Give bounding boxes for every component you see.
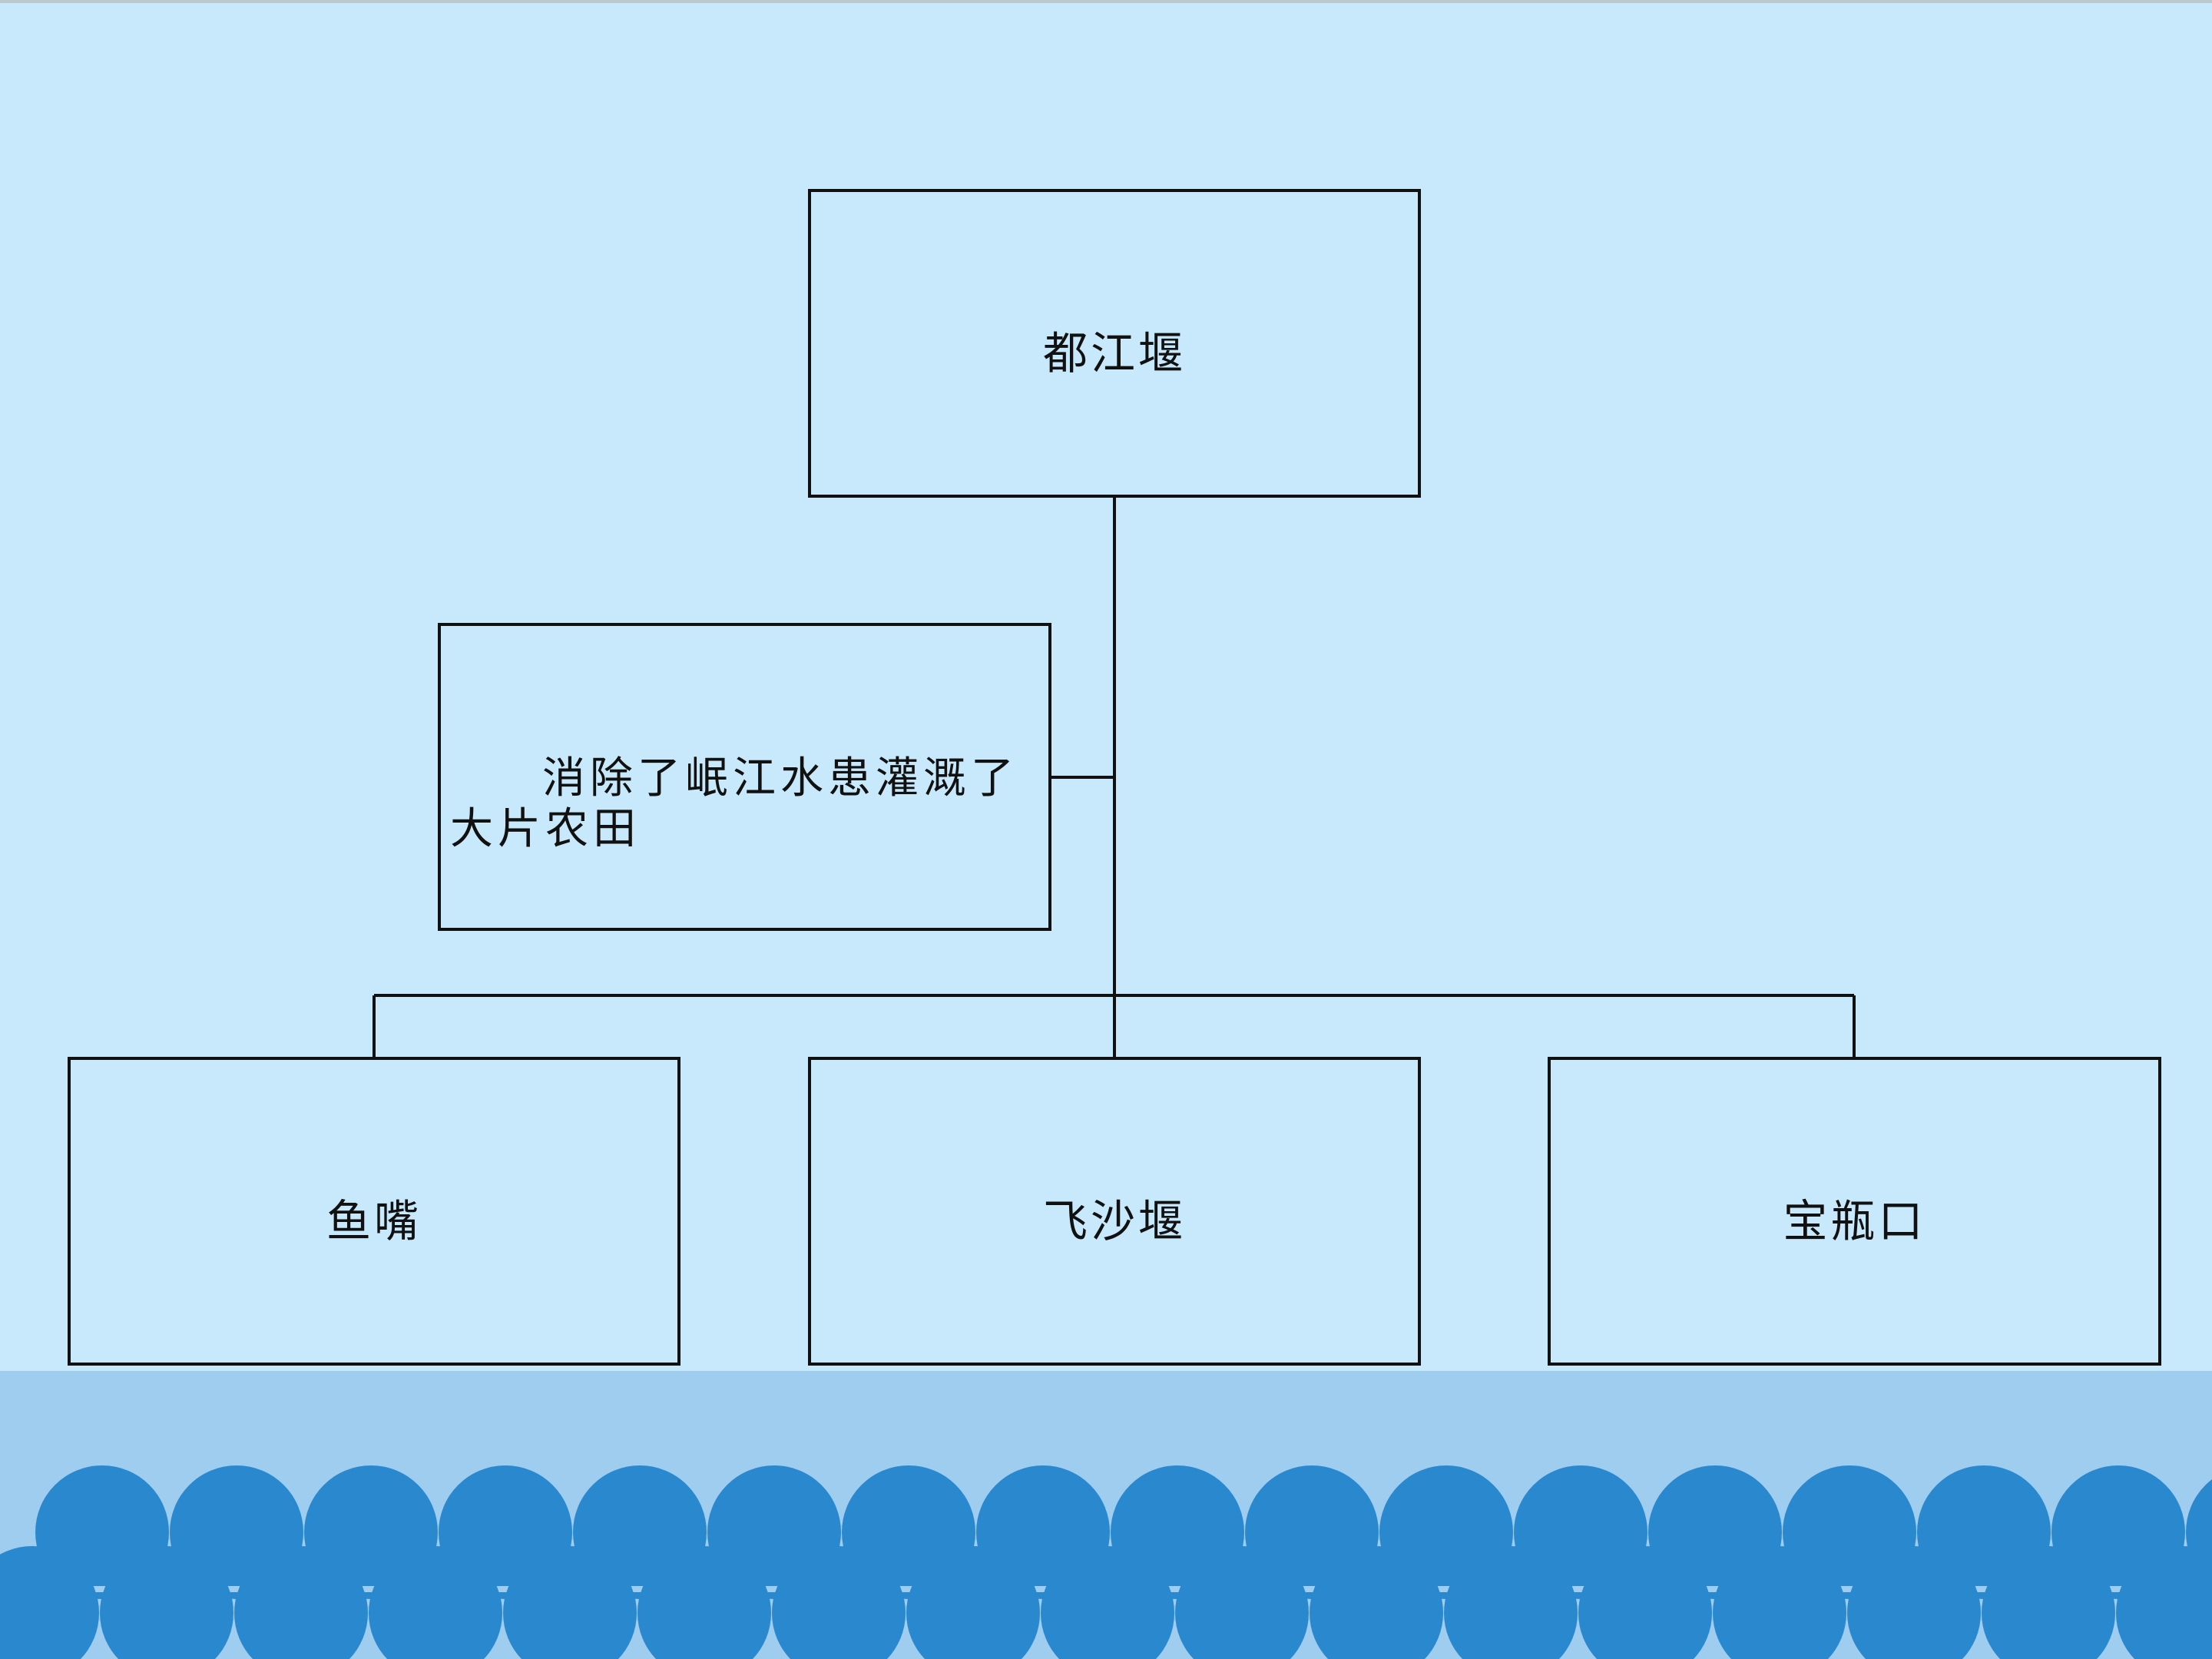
wave-scallop-front xyxy=(1713,1546,1846,1659)
wave-scallop-front xyxy=(1578,1546,1712,1659)
node-effect: 消除了岷江水患灌溉了大片农田 xyxy=(438,623,1051,931)
wave-scallop-front xyxy=(1041,1546,1174,1659)
wave-scallop-front xyxy=(0,1546,99,1659)
node-effect-label: 消除了岷江水患灌溉了大片农田 xyxy=(450,753,1018,854)
wave-scallop-front xyxy=(234,1546,368,1659)
node-dujiangyan-label: 都江堰 xyxy=(1042,327,1186,379)
node-feishayan: 飞沙堰 xyxy=(808,1057,1421,1366)
node-baopingkou: 宝瓶口 xyxy=(1548,1057,2161,1366)
wave-scallop-front xyxy=(100,1546,233,1659)
node-feishayan-label: 飞沙堰 xyxy=(1042,1195,1186,1247)
wave-scallop-front xyxy=(2116,1546,2212,1659)
wave-scallop-front xyxy=(503,1546,637,1659)
wave-scallop-front xyxy=(369,1546,502,1659)
top-border xyxy=(0,0,2212,3)
node-yuzui-label: 鱼嘴 xyxy=(326,1195,422,1247)
wave-decoration xyxy=(0,1465,2212,1659)
wave-scallop-front xyxy=(1982,1546,2115,1659)
node-yuzui: 鱼嘴 xyxy=(68,1057,680,1366)
node-baopingkou-label: 宝瓶口 xyxy=(1783,1195,1926,1247)
wave-scallop-front xyxy=(1175,1546,1309,1659)
wave-scallop-front xyxy=(637,1546,771,1659)
node-dujiangyan: 都江堰 xyxy=(808,189,1421,498)
wave-scallop-front xyxy=(772,1546,906,1659)
wave-scallop-front xyxy=(1310,1546,1443,1659)
wave-scallop-front xyxy=(906,1546,1040,1659)
wave-scallop-front xyxy=(1847,1546,1981,1659)
wave-scallop-front xyxy=(1444,1546,1578,1659)
